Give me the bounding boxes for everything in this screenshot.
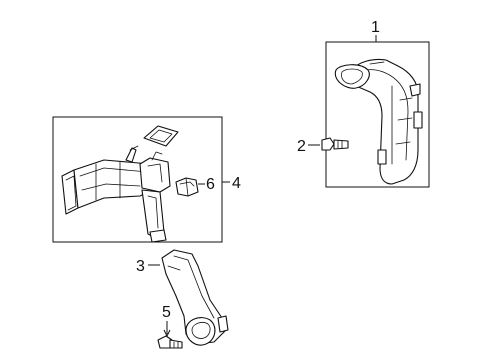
part-3-group: 3 (136, 249, 229, 346)
push-pin-2 (321, 137, 335, 151)
arrow-5 (163, 329, 171, 338)
callout-3[interactable]: 3 (136, 258, 145, 275)
callout-1[interactable]: 1 (371, 19, 380, 36)
callout-6[interactable]: 6 (206, 176, 215, 193)
part-1-box (325, 41, 430, 188)
center-duct-illustration (61, 145, 171, 243)
lower-duct-illustration (161, 249, 229, 346)
part-4-box (52, 116, 223, 243)
part-6-group: 6 (175, 176, 215, 197)
callout-5[interactable]: 5 (162, 304, 171, 321)
part-2-group: 2 (297, 137, 349, 155)
callout-2[interactable]: 2 (297, 138, 306, 155)
callout-4[interactable]: 4 (232, 175, 241, 192)
square-outlet-illustration (143, 125, 179, 147)
part-5-group: 5 (157, 304, 183, 349)
part-1-group: 1 (325, 19, 430, 188)
part-4-group: 4 (52, 116, 241, 243)
side-duct-illustration (334, 58, 423, 185)
